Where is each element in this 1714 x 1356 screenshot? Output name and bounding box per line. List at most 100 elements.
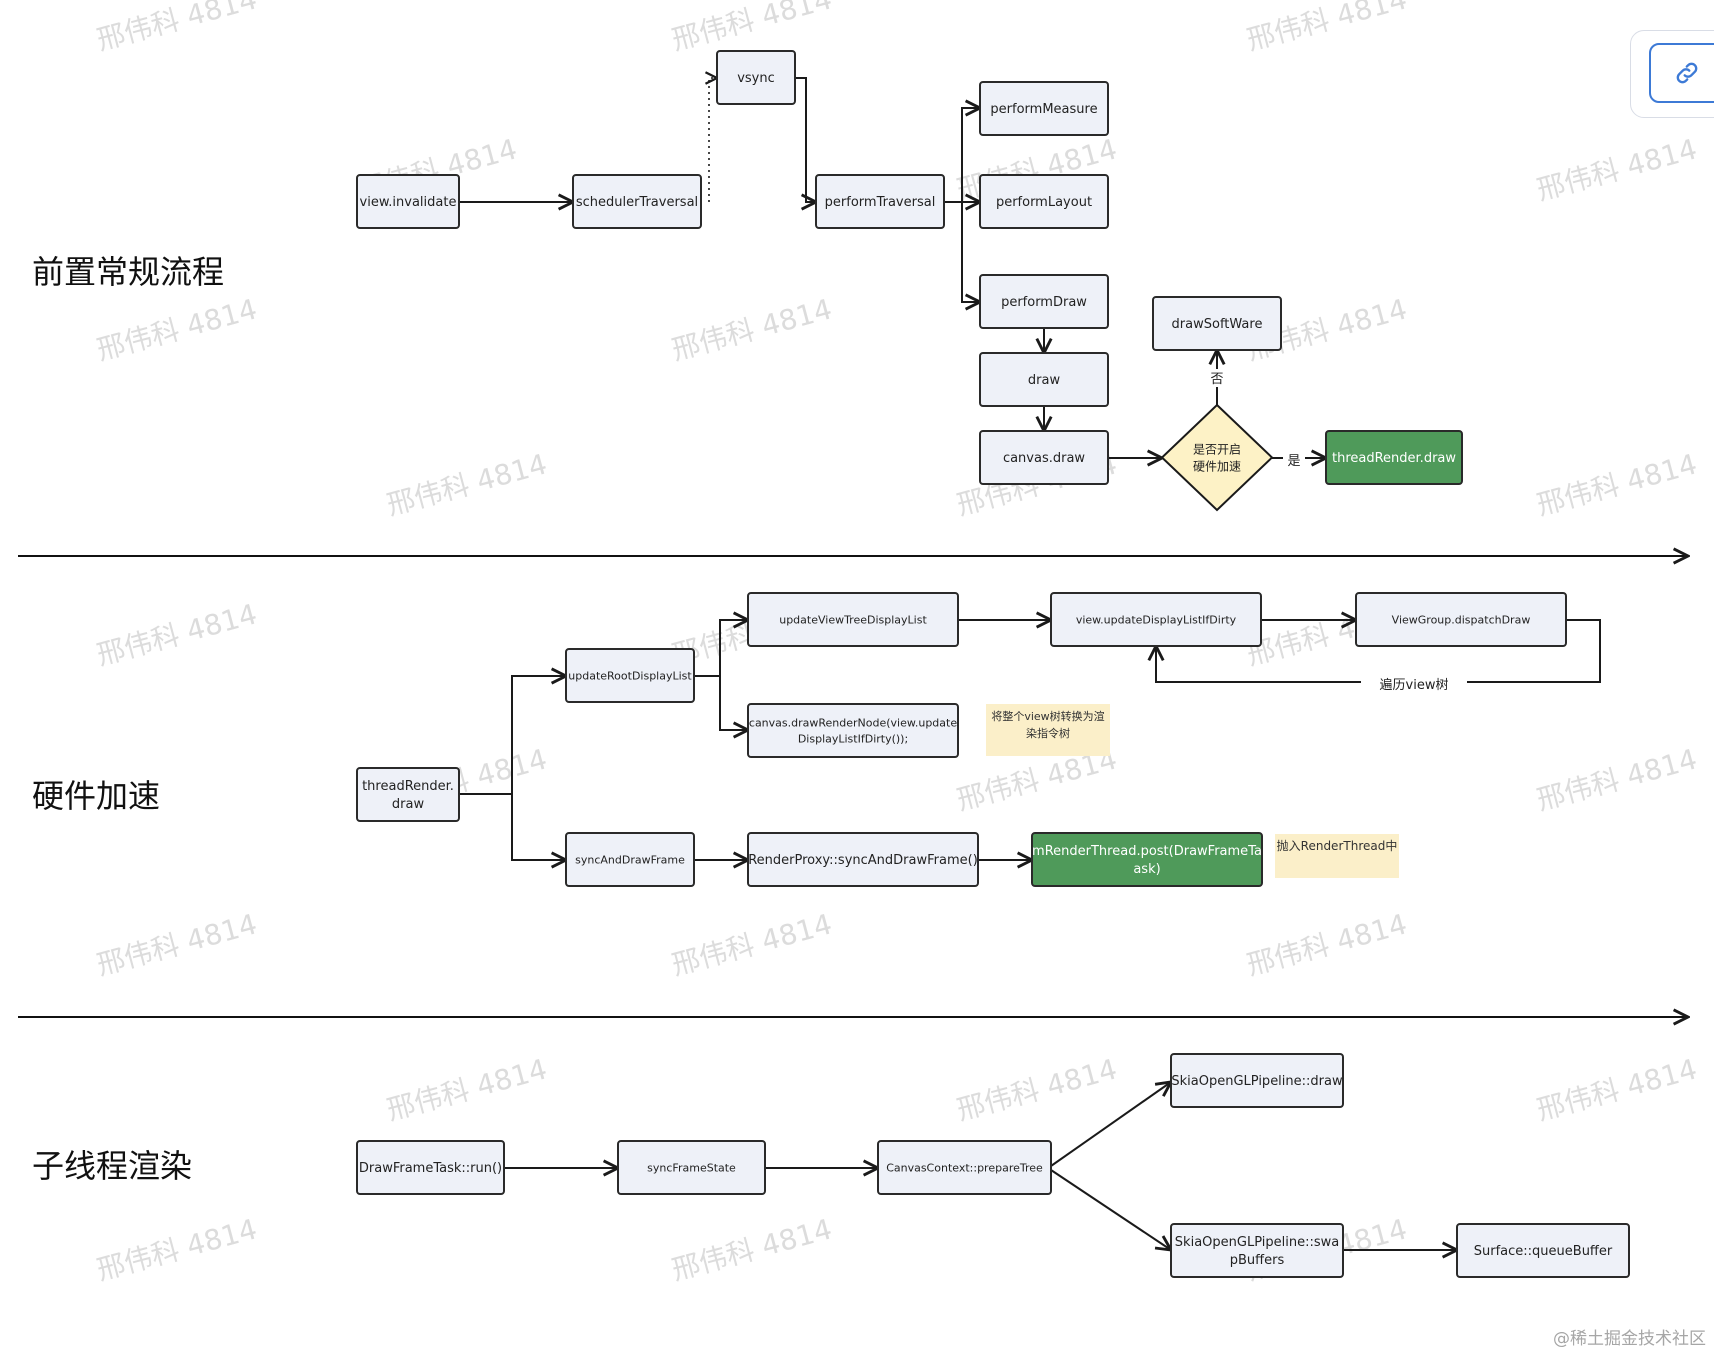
node-label: 硬件加速	[1193, 459, 1241, 473]
node-label: view.invalidate	[360, 195, 457, 210]
node-label: SkiaOpenGLPipeline::draw	[1171, 1074, 1343, 1089]
section-title-s1: 前置常规流程	[32, 253, 224, 291]
note-render-thread: 抛入RenderThread中	[1275, 834, 1399, 878]
node-perform-measure[interactable]: performMeasure	[979, 81, 1109, 136]
node-label: canvas.draw	[1003, 451, 1085, 466]
node-label: performDraw	[1001, 295, 1087, 310]
node-perform-layout[interactable]: performLayout	[979, 174, 1109, 229]
node-canvas-draw[interactable]: canvas.draw	[979, 430, 1109, 485]
edge-scheduler-traversal-to-vsync	[709, 78, 717, 202]
node-renderproxy-sync-and-draw-frame[interactable]: RenderProxy::syncAndDrawFrame()	[747, 832, 979, 887]
watermark-text: 邢伟科 4814	[668, 0, 835, 57]
node-label: canvas.drawRenderNode(view.update	[749, 716, 957, 729]
edge-update-root-display-list-to-update-view-tree-display-list	[694, 620, 748, 677]
edge-label: 是	[1287, 454, 1300, 469]
watermark-text: 邢伟科 4814	[1533, 132, 1700, 206]
node-sync-frame-state[interactable]: syncFrameState	[617, 1140, 766, 1195]
note-text: 抛入RenderThread中	[1277, 838, 1398, 853]
node-label: 是否开启	[1193, 442, 1241, 456]
node-canvas-draw-render-node[interactable]: canvas.drawRenderNode(view.updateDisplay…	[747, 703, 959, 758]
node-label: draw	[1028, 373, 1061, 388]
edge-label: 否	[1210, 372, 1223, 387]
node-thread-render-draw-2[interactable]: threadRender. draw	[356, 767, 460, 822]
node-label: Surface::queueBuffer	[1474, 1244, 1613, 1259]
node-label: pBuffers	[1230, 1253, 1285, 1268]
link-icon	[1676, 62, 1698, 84]
node-canvascontext-prepare-tree[interactable]: CanvasContext::prepareTree	[877, 1140, 1052, 1195]
node-label: schedulerTraversal	[576, 195, 698, 210]
credit-watermark: @稀土掘金技术社区	[1553, 1329, 1706, 1349]
section-title-s3: 子线程渲染	[32, 1147, 192, 1185]
node-label: DrawFrameTask::run()	[359, 1161, 502, 1176]
watermark-text: 邢伟科 4814	[1243, 907, 1410, 981]
edge-thread-render-draw-2-to-sync-and-draw-frame	[511, 794, 566, 860]
node-view-update-display-list-if-dirty[interactable]: view.updateDisplayListIfDirty	[1050, 592, 1262, 647]
node-perform-draw[interactable]: performDraw	[979, 274, 1109, 329]
watermark-text: 邢伟科 4814	[383, 447, 550, 521]
node-view-invalidate[interactable]: view.invalidate	[356, 174, 460, 229]
edge-canvascontext-prepare-tree-to-skia-pipeline-draw	[1050, 1082, 1171, 1167]
node-label: threadRender.	[362, 779, 454, 794]
node-label: updateViewTreeDisplayList	[779, 613, 927, 626]
node-update-root-display-list[interactable]: updateRootDisplayList	[565, 648, 695, 703]
node-label: vsync	[737, 71, 775, 86]
watermark-text: 邢伟科 4814	[668, 907, 835, 981]
node-perform-traversal[interactable]: performTraversal	[815, 174, 945, 229]
node-sync-and-draw-frame[interactable]: syncAndDrawFrame	[565, 832, 695, 887]
edge-hw-accel-decision-to-draw-software: 否	[1206, 350, 1228, 405]
node-label: drawSoftWare	[1172, 317, 1263, 332]
watermark-text: 邢伟科 4814	[383, 1052, 550, 1126]
node-label: ViewGroup.dispatchDraw	[1392, 613, 1531, 626]
nodes: view.invalidate schedulerTraversal vsync pe…	[356, 50, 1630, 1278]
node-update-view-tree-display-list[interactable]: updateViewTreeDisplayList	[747, 592, 959, 647]
node-scheduler-traversal[interactable]: schedulerTraversal	[572, 174, 702, 229]
node-label: ask)	[1133, 862, 1160, 877]
node-draw-software[interactable]: drawSoftWare	[1152, 296, 1282, 351]
node-label: syncFrameState	[647, 1161, 736, 1174]
node-label: DisplayListIfDirty());	[798, 732, 908, 745]
node-mrenderthread-post[interactable]: mRenderThread.post(DrawFrameTa ask)	[1031, 832, 1263, 887]
node-viewgroup-dispatch-draw[interactable]: ViewGroup.dispatchDraw	[1355, 592, 1567, 647]
copy-link-button[interactable]	[1649, 43, 1714, 103]
watermark-text: 邢伟科 4814	[1533, 742, 1700, 816]
edge-perform-traversal-to-perform-draw	[961, 202, 980, 302]
edge-label: 遍历view树	[1380, 677, 1449, 693]
node-skia-pipeline-draw[interactable]: SkiaOpenGLPipeline::draw	[1170, 1053, 1344, 1108]
edge-update-root-display-list-to-canvas-draw-render-node	[719, 676, 748, 730]
node-label: CanvasContext::prepareTree	[886, 1161, 1043, 1174]
note-text: 染指令树	[1026, 726, 1070, 740]
node-label: mRenderThread.post(DrawFrameTa	[1032, 844, 1262, 859]
node-label: draw	[392, 797, 425, 812]
section-dividers	[18, 556, 1688, 1017]
watermark-text: 邢伟科 4814	[93, 907, 260, 981]
watermark-text: 邢伟科 4814	[93, 0, 260, 57]
node-label: performLayout	[996, 195, 1092, 210]
node-thread-render-draw-1[interactable]: threadRender.draw	[1325, 430, 1463, 485]
watermark-text: 邢伟科 4814	[1533, 447, 1700, 521]
node-surface-queue-buffer[interactable]: Surface::queueBuffer	[1456, 1223, 1630, 1278]
node-label: performMeasure	[990, 102, 1097, 117]
watermark-text: 邢伟科 4814	[93, 1212, 260, 1286]
edge-hw-accel-decision-to-thread-render-draw-1: 是	[1272, 451, 1326, 469]
watermark-text: 邢伟科 4814	[953, 1052, 1120, 1126]
node-label: performTraversal	[825, 195, 936, 210]
node-draw[interactable]: draw	[979, 352, 1109, 407]
node-drawframetask-run[interactable]: DrawFrameTask::run()	[356, 1140, 505, 1195]
node-label: RenderProxy::syncAndDrawFrame()	[748, 853, 978, 868]
watermark-text: 邢伟科 4814	[668, 292, 835, 366]
watermark-text: 邢伟科 4814	[668, 1212, 835, 1286]
watermark-text: 邢伟科 4814	[1243, 0, 1410, 57]
node-vsync[interactable]: vsync	[716, 50, 796, 105]
section-title-s2: 硬件加速	[32, 777, 160, 815]
node-label: syncAndDrawFrame	[575, 853, 685, 866]
link-widget	[1630, 30, 1714, 118]
edge-thread-render-draw-2-to-update-root-display-list	[459, 676, 566, 795]
node-label: updateRootDisplayList	[568, 669, 692, 682]
